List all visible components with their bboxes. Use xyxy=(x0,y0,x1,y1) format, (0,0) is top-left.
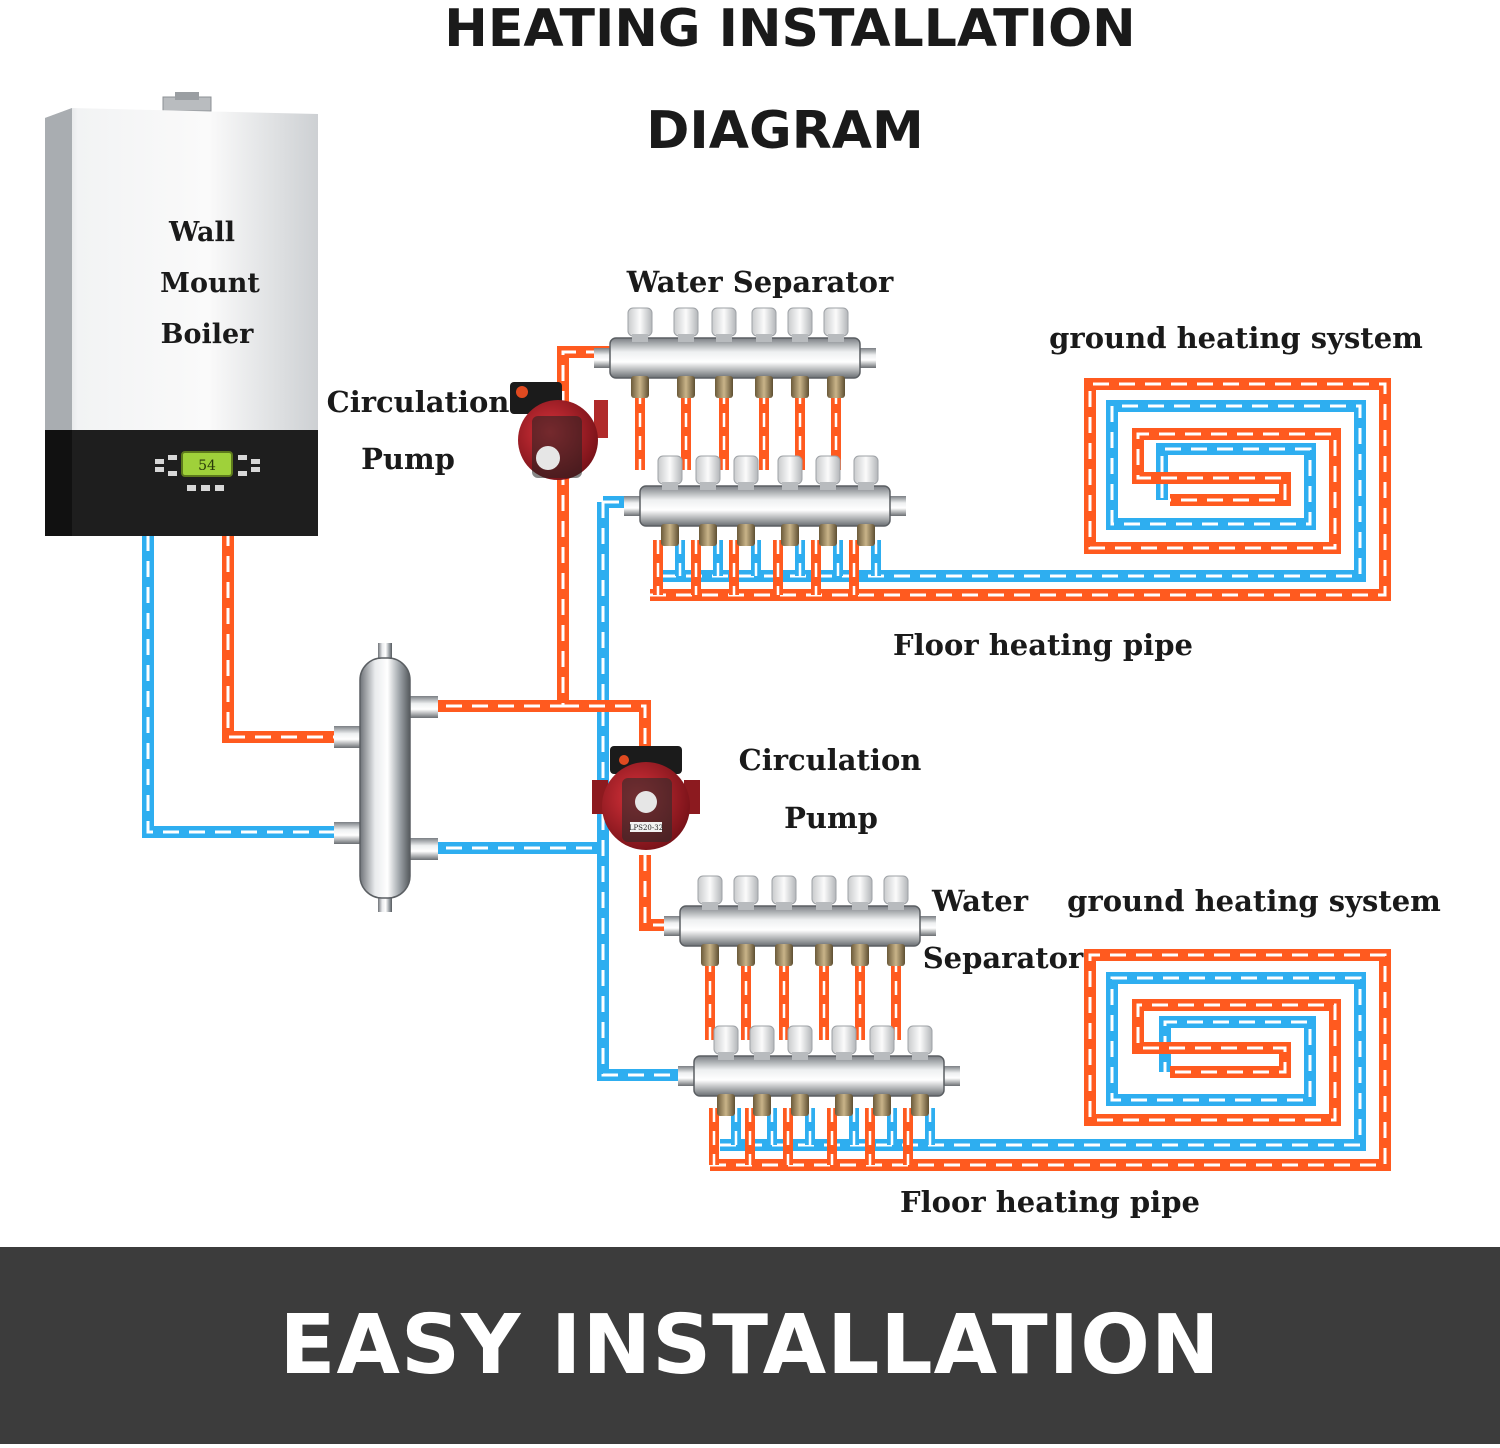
lower-manifold-drops xyxy=(705,958,935,1165)
water-manifold-upper-return xyxy=(624,455,906,546)
title-line-2: DIAGRAM xyxy=(646,101,923,161)
water-manifold-lower-supply xyxy=(664,875,936,966)
circulation-pump-upper xyxy=(510,382,608,480)
circulation-pump-lower: LPS20-32 xyxy=(592,746,700,850)
circulation-pump-icon xyxy=(510,382,608,480)
banner-text: EASY INSTALLATION xyxy=(279,1298,1221,1393)
boiler-display xyxy=(181,451,233,477)
pump-upper-label-line-2: Pump xyxy=(361,442,455,476)
bottom-banner: EASY INSTALLATION xyxy=(0,1247,1500,1444)
floor-pipe-lower-label: Floor heating pipe xyxy=(900,1185,1200,1219)
pump-lower-label-line-1: Circulation xyxy=(739,743,922,777)
water-manifold-upper-supply xyxy=(594,307,876,398)
ground-system-lower-label: ground heating system xyxy=(1067,884,1441,918)
floor-pipe-upper-label: Floor heating pipe xyxy=(893,628,1193,662)
pump-upper-label-line-1: Circulation xyxy=(327,385,510,419)
hydraulic-separator-icon xyxy=(334,643,438,912)
manifolds xyxy=(594,307,960,1116)
wall-boiler-icon: 54 Wall Mount Boiler xyxy=(45,92,318,536)
circulation-pump-icon: LPS20-32 xyxy=(592,746,700,850)
boiler-label-line-1: Wall xyxy=(168,217,235,248)
boiler-label-line-3: Boiler xyxy=(161,319,255,350)
title-line-1: HEATING INSTALLATION xyxy=(444,0,1135,59)
boiler-buttons xyxy=(155,455,260,491)
separator-upper-label: Water Separator xyxy=(626,265,894,299)
separator-lower-label-line-2: Separator xyxy=(923,941,1084,975)
boiler-display-value: 54 xyxy=(198,458,216,474)
boiler-label-line-2: Mount xyxy=(160,268,260,299)
upper-manifold-drops xyxy=(635,390,881,595)
pipe-network xyxy=(142,346,1391,1171)
water-manifold-lower-return xyxy=(678,1025,960,1116)
ground-system-upper-label: ground heating system xyxy=(1049,321,1423,355)
pump-model-label: LPS20-32 xyxy=(629,824,663,832)
separator-lower-label-line-1: Water xyxy=(931,884,1029,918)
pump-lower-label-line-2: Pump xyxy=(784,801,878,835)
